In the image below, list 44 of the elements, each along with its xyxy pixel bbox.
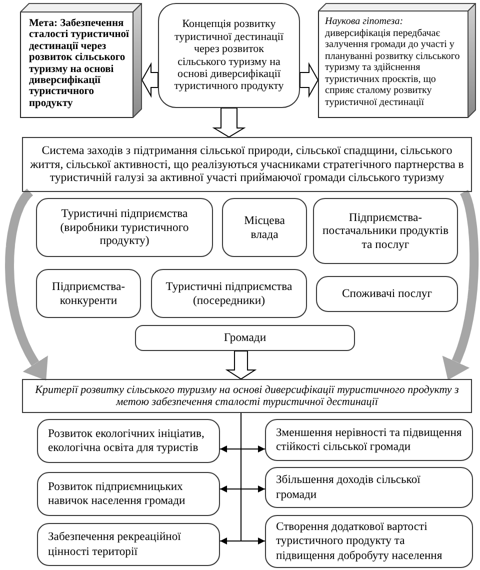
rounded-box	[151, 269, 307, 318]
block-arrow	[212, 108, 246, 138]
rounded-box	[37, 523, 220, 566]
bevel-box	[318, 3, 476, 118]
box-text: Критерії розвитку сільського туризму на основі диверсифікації туристичного продукту з метою забезпечення сталості туристичної дестинації	[34, 384, 460, 408]
rounded-box	[265, 419, 473, 461]
box-text: Розвиток екологічних ініціатив, екологічна освіта для туристів	[48, 426, 206, 456]
box-text: Підприємства-постачальники продуктів та послуг	[321, 210, 450, 252]
rounded-box	[158, 3, 300, 108]
rounded-box	[222, 198, 307, 257]
rounded-box	[36, 269, 141, 318]
rounded-box	[313, 198, 458, 264]
bevel-box	[20, 3, 142, 118]
curved-arrow	[5, 188, 48, 380]
block-arrow	[225, 350, 257, 380]
box-text: Громади	[224, 331, 266, 345]
box-text: Зменшення нерівності та підвищення стійкості сільської громади	[276, 426, 463, 454]
rounded-box	[37, 419, 220, 463]
rounded-box	[316, 276, 458, 312]
block-arrow	[141, 62, 158, 98]
process-box	[22, 137, 472, 192]
hypothesis-text: диверсифікація передбачає залучення громади до участі у плануванні розвитку сільського туризму та здійснення туристичних проєктів, що сприяє сталому розвитку туристичної дестинації	[325, 28, 461, 108]
connector-arrow	[240, 412, 266, 544]
block-arrow	[300, 62, 319, 98]
box-text: Забезпечення рекреаційної цінності території	[48, 530, 182, 559]
box-text: Збільшення доходів сільської громади	[276, 473, 422, 502]
rounded-box	[265, 467, 473, 508]
goal-text: Мета: Забезпечення сталості туристичної дестинації через розвиток сільського туризму на основі диверсифікації туристичного продукту	[29, 18, 130, 110]
curved-arrow	[442, 190, 479, 380]
box-text: Підприємства-конкуренти	[50, 280, 126, 307]
concept-text: Концепція розвитку туристичної дестинації через розвиток сільського туризму на основі диверсифікації туристичного продукту	[173, 18, 285, 93]
rounded-box	[36, 198, 213, 257]
box-text: Туристичні підприємства (посередники)	[164, 280, 294, 307]
rounded-box	[37, 472, 220, 516]
heading-text: Наукова гіпотеза:	[325, 16, 404, 28]
box-text: Місцева влада	[243, 214, 286, 241]
box-text: Створення додаткової вартості туристичного продукту та підвищення добробуту населення	[276, 520, 444, 564]
box-text: Туристичні підприємства (виробники туристичного продукту)	[59, 207, 190, 248]
box-text: Система заходів з підтримання сільської природи, сільської спадщини, сільського життя, сільської активності, що реалізуються учасниками стратегічного партнерства в туристичній галузі за активної участі приймаючої громади сільського туризму	[29, 144, 465, 185]
rounded-box	[135, 325, 355, 351]
rounded-box	[265, 515, 473, 568]
box-text: Споживачі послуг	[342, 287, 432, 301]
process-box	[22, 379, 472, 413]
box-text: Розвиток підприємницьких навичок населення громади	[48, 480, 186, 508]
